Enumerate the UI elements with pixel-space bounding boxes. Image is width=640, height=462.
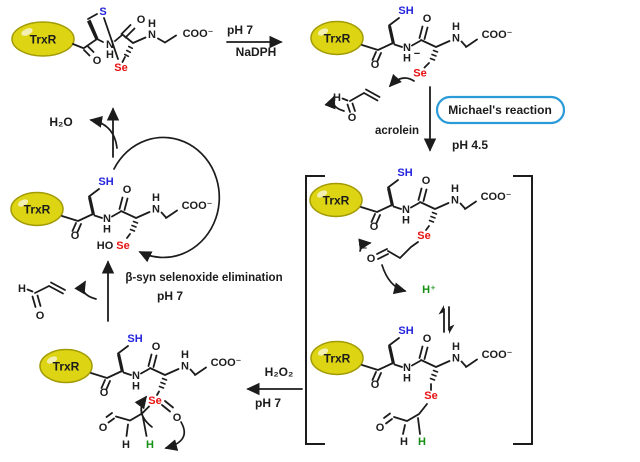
beta-h-label: H [146, 439, 154, 451]
amide-o-label: O [137, 14, 146, 26]
beta-h-label: H [418, 436, 426, 448]
hashed-wedge-bond [124, 45, 134, 58]
michael-reaction-box [435, 95, 566, 125]
backbone [10, 175, 214, 243]
step-elimination: β-syn selenoxide elimination pH 7 [101, 260, 283, 322]
amine-n-label: N [148, 29, 156, 41]
hydroxyl-label: HO [97, 240, 114, 252]
se-bond [156, 390, 160, 396]
selenoxide-o-label: O [173, 412, 182, 424]
molecule-acrolein-bottom: H O [18, 280, 97, 322]
backbone [310, 4, 514, 72]
aldehyde-chain-bonds [383, 403, 428, 435]
curved-arrow-se-attack [388, 73, 415, 88]
bold-wedge-bond [87, 19, 99, 40]
m1-bonds [72, 13, 177, 63]
molecule-trxr-selenolate: Se − [310, 4, 514, 88]
curved-arrow-release [74, 280, 97, 300]
se-bond [126, 233, 131, 239]
molecule-selenenic-acid: HO Se H₂O [10, 107, 221, 263]
acrolein-bonds [341, 88, 381, 113]
se-bond [423, 62, 430, 69]
molecule-selenoxide: Se O O H H [39, 332, 243, 451]
carboxylate-label: COO⁻ [183, 28, 214, 40]
amide-n-label: N [106, 39, 114, 51]
peroxide-ph-label: pH 7 [255, 396, 281, 410]
bracket-left [305, 175, 325, 445]
selenoxide-double-bond [161, 400, 174, 413]
enolate-o-label: O [367, 253, 376, 265]
molecule-acrolein-top: H O acrolein [324, 88, 419, 137]
selenium-label: Se [413, 68, 426, 80]
selenolate-charge: − [414, 48, 420, 60]
elimination-ph-label: pH 7 [157, 289, 183, 303]
aldehyde-o-label: O [36, 310, 45, 322]
step-oxidation: H₂O₂ pH 7 [246, 365, 303, 410]
trxr-highlight [21, 28, 33, 36]
aldehyde-h-label: H [18, 283, 26, 295]
enolate-chain-bonds [376, 241, 419, 260]
backbone [310, 324, 514, 392]
h-label: H [400, 436, 408, 448]
selenium-label: Se [114, 62, 127, 74]
backbone [39, 332, 243, 400]
selenium-label: Se [424, 390, 437, 402]
molecule-protonated-adduct: Se O H H [310, 324, 514, 448]
water-label: H₂O [49, 115, 72, 129]
selenium-label: Se [417, 230, 430, 242]
trxr-label: TrxR [30, 33, 57, 47]
equilibrium-down-head [449, 324, 455, 334]
curved-arrow-ch-to-se [134, 395, 153, 428]
backbone [309, 166, 513, 234]
acrolein-bonds [26, 281, 66, 308]
aldehyde-h-label: H [333, 92, 341, 104]
se-bond [425, 225, 430, 231]
curved-arrow-to-proton [381, 264, 407, 295]
equilibrium-up-head [438, 305, 444, 315]
aldehyde-o-label: O [348, 112, 357, 124]
aldehyde-o-label: O [99, 422, 108, 434]
elimination-label: β-syn selenoxide elimination [125, 272, 282, 284]
curved-arrow-lone-pair [358, 238, 372, 252]
selenium-label: Se [148, 395, 161, 407]
selenium-label: Se [116, 240, 129, 252]
step-michael: Michael's reaction pH 4.5 [423, 86, 566, 152]
michael-ph-label: pH 4.5 [452, 138, 488, 152]
step1-ph-label: pH 7 [227, 23, 253, 37]
step-reduction: pH 7 NaDPH [226, 23, 283, 59]
bracket-right [513, 175, 533, 445]
amine-h-label: H [148, 18, 156, 30]
amide-h-label: H [106, 49, 114, 61]
equilibrium-arrows [438, 305, 455, 334]
h-label: H [122, 439, 130, 451]
acrolein-caption: acrolein [375, 125, 419, 137]
molecule-enolate-intermediate: Se O − H⁺ [309, 166, 513, 296]
sulfur-label: S [99, 6, 106, 18]
curved-arrow-o-to-h [164, 421, 186, 451]
step1-nadph-label: NaDPH [236, 45, 277, 59]
aldehyde-chain-bonds [105, 405, 150, 437]
proton-label: H⁺ [422, 284, 436, 296]
molecule-trxr-selenenylsulfide: TrxR S Se O N H O H N COO⁻ [11, 6, 214, 74]
michael-reaction-label: Michael's reaction [448, 103, 552, 117]
curved-arrow-cyclization [113, 136, 221, 263]
aldehyde-o-label: O [376, 422, 385, 434]
peroxide-label: H₂O₂ [265, 365, 294, 379]
curved-arrow-water-loss [89, 116, 118, 149]
curved-arrow-carbonyl [324, 95, 345, 112]
carbonyl-o-label: O [93, 55, 102, 67]
